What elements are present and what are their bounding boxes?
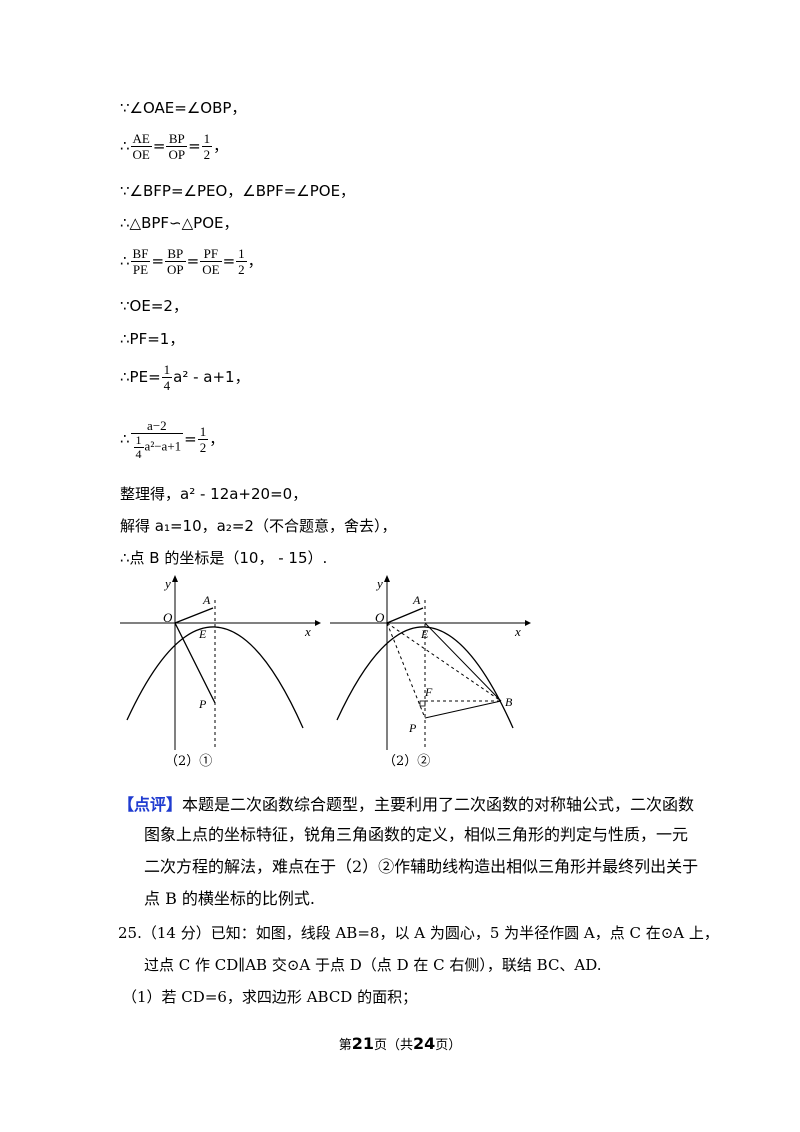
line-solve: 解得 a₁=10，a₂=2（不合题意，舍去）， bbox=[120, 517, 397, 535]
parabola bbox=[336, 626, 514, 729]
therefore-symbol: ∴ bbox=[120, 137, 130, 155]
comment-line-2: 图象上点的坐标特征，锐角三角函数的定义，相似三角形的判定与性质，一元 bbox=[144, 825, 689, 844]
line-b-coordinates: ∴点 B 的坐标是（10， - 15）. bbox=[120, 549, 328, 567]
parabola bbox=[126, 626, 304, 729]
line-oe: ∵OE=2， bbox=[120, 297, 188, 315]
segment-ob bbox=[386, 622, 502, 702]
line-pf: ∴PF=1， bbox=[120, 330, 185, 348]
line-similar: ∴△BPF∽△POE， bbox=[120, 214, 239, 232]
line-angles: ∵∠BFP=∠PEO，∠BPF=∠POE， bbox=[120, 182, 356, 200]
label-a: A bbox=[202, 593, 211, 607]
page-footer: 第21页（共24页） bbox=[338, 1034, 462, 1053]
label-y: y bbox=[375, 576, 383, 591]
line-angle-equal: ∵∠OAE=∠OBP， bbox=[120, 99, 247, 117]
line-simplified: 整理得，a² - 12a+20=0， bbox=[120, 485, 308, 503]
page-total: 24 bbox=[413, 1034, 436, 1053]
comment-tag: 【点评】 bbox=[118, 795, 183, 814]
segment-oa bbox=[174, 607, 214, 624]
label-p: P bbox=[408, 721, 417, 735]
therefore-symbol: ∴ bbox=[120, 252, 130, 270]
label-o: O bbox=[375, 610, 385, 625]
figure-2: y x O A E F P B （2）② bbox=[330, 575, 531, 769]
figure-1: y x O A E P （2）① bbox=[120, 575, 321, 769]
comment-line-1: 【点评】本题是二次函数综合题型，主要利用了二次函数的对称轴公式，二次函数 bbox=[118, 795, 695, 814]
label-x: x bbox=[304, 624, 311, 639]
comment-line-3: 二次方程的解法，难点在于（2）②作辅助线构造出相似三角形并最终列出关于 bbox=[144, 857, 699, 876]
caption-fig1: （2）① bbox=[165, 754, 212, 769]
caption-fig2: （2）② bbox=[383, 754, 430, 769]
label-a: A bbox=[412, 593, 421, 607]
label-o: O bbox=[163, 610, 173, 625]
segment-eb bbox=[424, 622, 502, 702]
problem-25-line-1: 25.（14 分）已知：如图，线段 AB=8，以 A 为圆心，5 为半径作圆 A… bbox=[118, 924, 719, 942]
segment-op bbox=[174, 622, 216, 704]
label-p: P bbox=[198, 697, 207, 711]
segment-op bbox=[386, 622, 426, 719]
label-x: x bbox=[514, 624, 521, 639]
label-e: E bbox=[198, 627, 207, 641]
label-f: F bbox=[424, 685, 433, 699]
problem-25-line-3: （1）若 CD=6，求四边形 ABCD 的面积； bbox=[122, 988, 418, 1006]
segment-pb bbox=[424, 700, 502, 719]
label-e: E bbox=[420, 627, 429, 641]
right-angle-mark bbox=[419, 700, 426, 707]
label-b: B bbox=[505, 695, 513, 709]
label-y: y bbox=[163, 576, 171, 591]
segment-oa bbox=[386, 607, 424, 624]
problem-25-line-2: 过点 C 作 CD∥AB 交⊙A 于点 D（点 D 在 C 右侧），联结 BC、… bbox=[144, 956, 602, 974]
page-number: 21 bbox=[351, 1034, 374, 1053]
comment-line-4: 点 B 的横坐标的比例式. bbox=[144, 889, 316, 908]
